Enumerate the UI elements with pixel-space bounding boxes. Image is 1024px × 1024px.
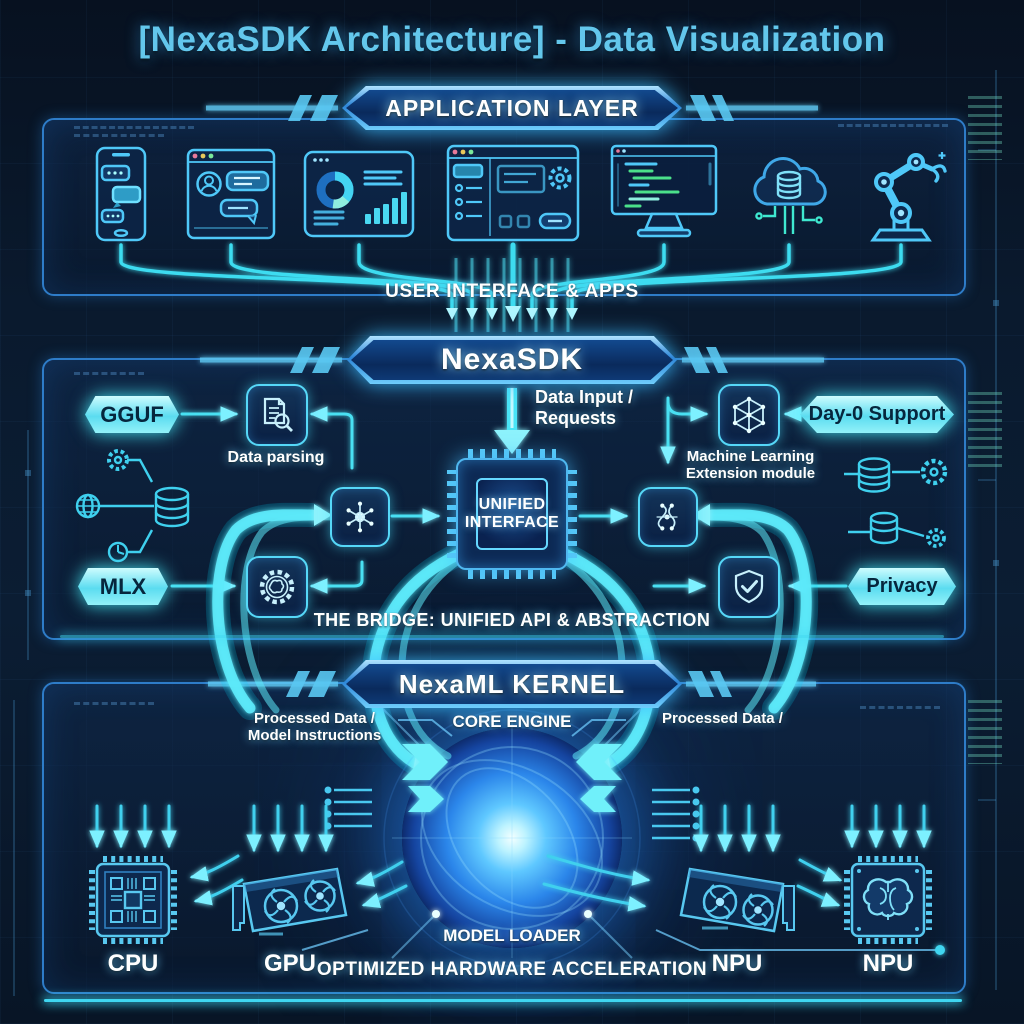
code-dashes-decor bbox=[74, 126, 194, 129]
robot-arm-icon bbox=[850, 142, 952, 249]
data-parsing-label: Data parsing bbox=[227, 449, 325, 466]
mlx-tag-label: MLX bbox=[78, 568, 168, 605]
gpu-card-icon bbox=[225, 858, 355, 951]
edge-circuit-decor bbox=[13, 70, 997, 996]
code-dashes-decor bbox=[860, 706, 940, 709]
hardware-acceleration-caption: OPTIMIZED HARDWARE ACCELERATION bbox=[316, 959, 708, 980]
gear-icon bbox=[920, 458, 948, 486]
mobile-chat-app-icon bbox=[95, 146, 147, 247]
orb-swirl bbox=[420, 746, 604, 930]
left-hub-module bbox=[330, 487, 390, 547]
code-dashes-decor bbox=[74, 372, 144, 375]
orb-pin-rows bbox=[334, 788, 690, 840]
binary-column-decor bbox=[968, 392, 1002, 468]
cpu-chip-icon bbox=[87, 854, 179, 951]
database-icon bbox=[869, 511, 899, 545]
gear-icon bbox=[107, 449, 129, 471]
sdk-bottom-glow-line bbox=[60, 635, 944, 638]
npu-card-label: NPU bbox=[711, 950, 763, 977]
fan-icon bbox=[742, 893, 774, 927]
right-hub-module bbox=[638, 487, 698, 547]
chip-pins-bottom bbox=[468, 570, 556, 579]
tablet-analytics-dashboard-icon bbox=[303, 150, 415, 243]
day0-support-tag-label: Day-0 Support bbox=[800, 396, 954, 433]
sdk-arrows bbox=[170, 396, 848, 594]
day0-support-tag: Day-0 Support bbox=[800, 396, 954, 433]
code-dashes-decor bbox=[74, 134, 164, 137]
npu-card-icon bbox=[672, 858, 802, 951]
model-loader-label: MODEL LOADER bbox=[443, 926, 581, 945]
privacy-shield-module bbox=[718, 556, 780, 618]
app-connector-arrowheads bbox=[446, 306, 578, 322]
input-sources-cluster bbox=[68, 444, 200, 577]
nexaml-kernel-banner-label: NexaML KERNEL bbox=[398, 668, 626, 699]
document-search-icon bbox=[263, 397, 293, 432]
privacy-tag-label: Privacy bbox=[848, 568, 956, 605]
processed-data-right-label: Processed Data / bbox=[662, 710, 783, 727]
npu-brain-chip-icon bbox=[842, 854, 934, 951]
cloud-database-icon bbox=[745, 150, 833, 241]
database-icon bbox=[857, 457, 891, 493]
privacy-tag: Privacy bbox=[848, 568, 956, 605]
processed-data-left-label: Processed Data / Model Instructions bbox=[247, 710, 382, 745]
chip-pins-right bbox=[568, 470, 577, 558]
bridge-caption: THE BRIDGE: UNIFIED API & ABSTRACTION bbox=[313, 610, 711, 630]
ml-extension-module bbox=[718, 384, 780, 446]
fan-icon bbox=[702, 884, 738, 920]
shield-check-icon bbox=[734, 569, 764, 604]
orb-crosshair bbox=[392, 718, 632, 958]
nexasdk-banner: NexaSDK bbox=[347, 336, 677, 384]
sdk-input-arrow bbox=[494, 388, 530, 454]
resources-cluster bbox=[836, 442, 964, 575]
application-layer-banner: APPLICATION LAYER bbox=[342, 86, 682, 130]
code-dashes-decor bbox=[838, 124, 948, 127]
mlx-engine-module bbox=[246, 556, 308, 618]
gguf-tag: GGUF bbox=[85, 396, 179, 433]
chip-pins-left bbox=[447, 470, 456, 558]
browser-profile-chat-icon bbox=[186, 148, 276, 245]
code-dashes-decor bbox=[74, 702, 154, 705]
gear-brain-icon bbox=[259, 569, 295, 605]
mlx-tag: MLX bbox=[78, 568, 168, 605]
gpu-label: GPU bbox=[263, 950, 316, 977]
fan-icon bbox=[304, 879, 336, 913]
binary-column-decor bbox=[968, 96, 1002, 160]
hub-node-icon bbox=[346, 501, 374, 533]
chip-label-line1: UNIFIED bbox=[478, 496, 546, 513]
data-parsing-module bbox=[246, 384, 308, 446]
nexasdk-banner-label: NexaSDK bbox=[440, 343, 584, 376]
npu-chip-label: NPU bbox=[862, 950, 914, 977]
hub-node-icon bbox=[656, 503, 678, 531]
cpu-label: CPU bbox=[107, 950, 159, 977]
app-connectors bbox=[119, 242, 903, 311]
monitor-code-editor-icon bbox=[608, 144, 720, 249]
frame-lines bbox=[301, 719, 936, 951]
page-title: [NexaSDK Architecture] - Data Visualizat… bbox=[138, 20, 886, 59]
database-icon bbox=[154, 486, 190, 528]
gear-icon bbox=[926, 528, 946, 548]
user-interface-apps-caption: USER INTERFACE & APPS bbox=[385, 281, 639, 302]
application-layer-banner-label: APPLICATION LAYER bbox=[385, 94, 639, 121]
ml-extension-label: Machine Learning Extension module bbox=[685, 448, 816, 483]
binary-column-decor bbox=[968, 700, 1002, 764]
chip-label-line2: INTERFACE bbox=[464, 514, 560, 531]
fan-icon bbox=[263, 888, 299, 924]
data-input-requests-label: Data Input / Requests bbox=[535, 387, 633, 428]
desktop-app-window-icon bbox=[446, 144, 580, 247]
brain-icon bbox=[862, 878, 914, 920]
gguf-tag-label: GGUF bbox=[85, 396, 179, 433]
network-graph-icon bbox=[732, 396, 766, 434]
unified-interface-chip: UNIFIED INTERFACE bbox=[447, 449, 577, 579]
bottom-glow-line bbox=[44, 999, 962, 1002]
core-engine-label: CORE ENGINE bbox=[452, 712, 572, 731]
chip-pins-top bbox=[468, 449, 556, 458]
nexaml-kernel-banner: NexaML KERNEL bbox=[342, 660, 682, 708]
orb-input-chevrons bbox=[402, 744, 622, 812]
hardware-fan-arrows bbox=[89, 804, 932, 912]
